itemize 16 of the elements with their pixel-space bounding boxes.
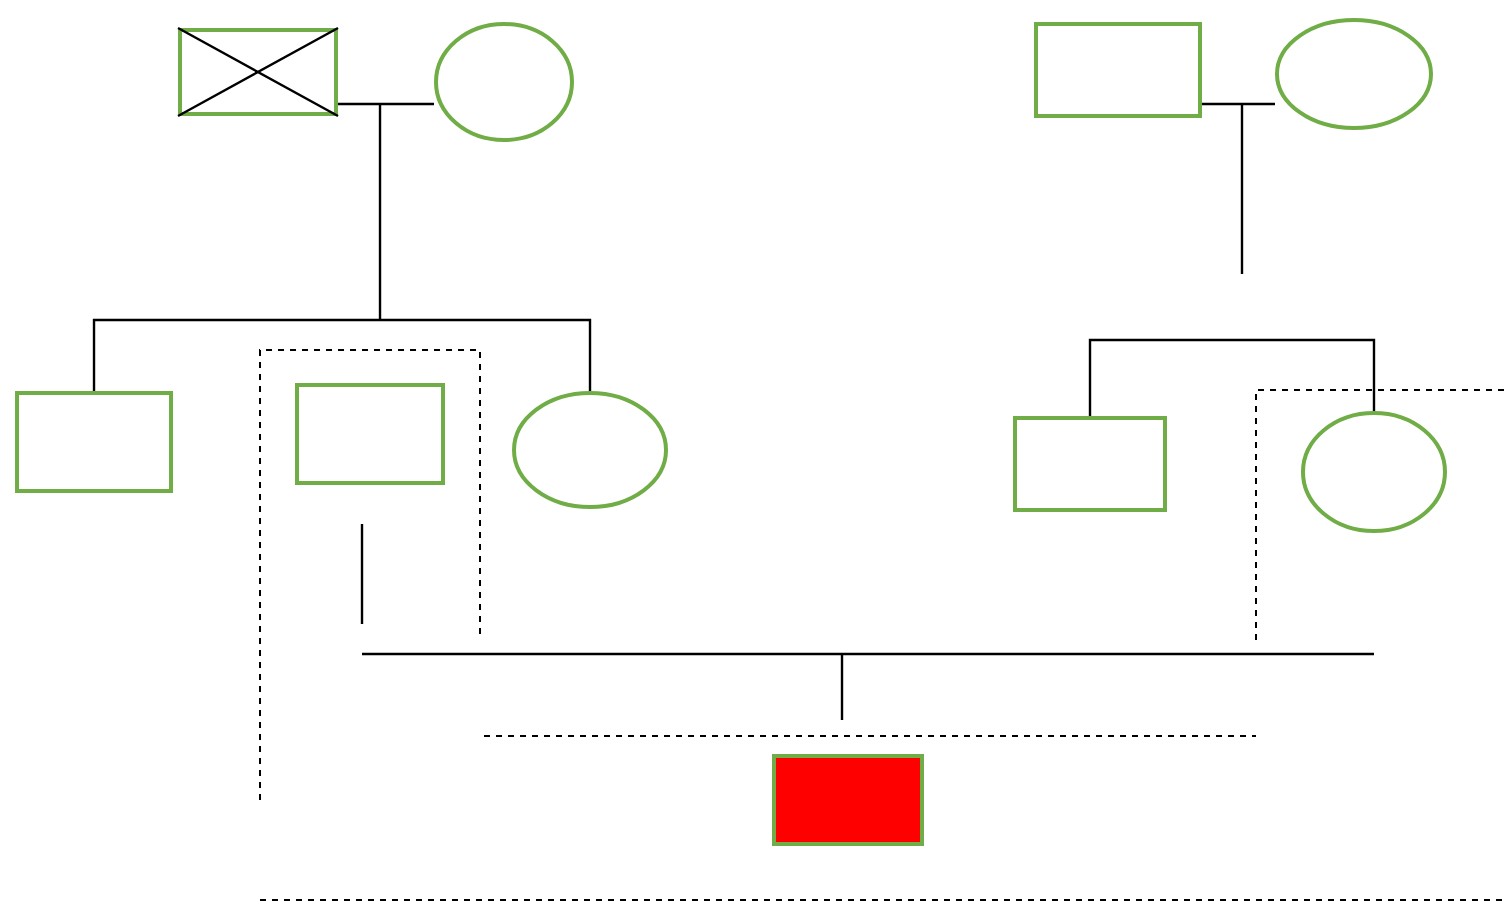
male-symbol — [295, 383, 445, 485]
mating-line — [338, 102, 434, 106]
male-symbol — [1013, 416, 1167, 512]
sibship-line — [1088, 338, 1242, 416]
sibship-line — [1242, 338, 1376, 411]
female-symbol — [512, 391, 668, 509]
mating-line — [1202, 102, 1275, 106]
female-symbol — [434, 22, 574, 142]
deceased-male-symbol — [176, 26, 340, 118]
female-symbol — [1301, 411, 1447, 533]
sibship-line — [380, 318, 592, 391]
affected-male-symbol — [772, 754, 924, 846]
male-symbol — [1034, 22, 1202, 118]
male-symbol — [15, 391, 173, 493]
female-symbol — [1275, 18, 1433, 130]
sibship-line — [92, 318, 380, 391]
